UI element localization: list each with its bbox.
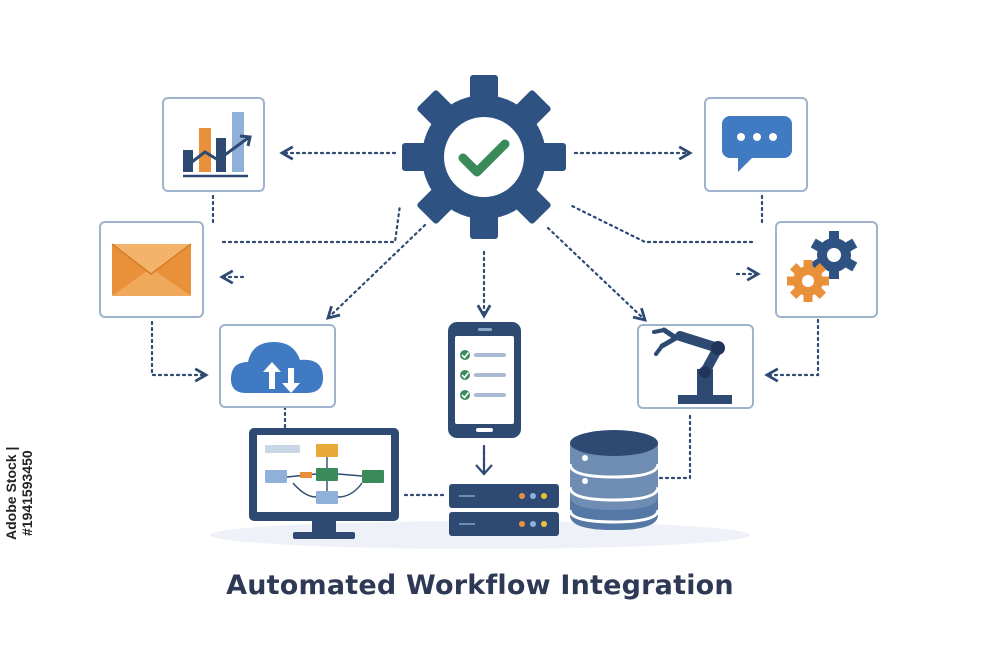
connector-chart-line <box>213 196 400 242</box>
server-rack-icon <box>449 484 559 536</box>
connector-gear-robot <box>548 228 645 320</box>
analytics-chart-icon <box>163 98 264 191</box>
robotic-arm-icon <box>638 325 753 408</box>
diagram-title: Automated Workflow Integration <box>0 570 960 601</box>
connector-email-cloud <box>152 322 206 375</box>
chat-bubble-icon <box>705 98 807 191</box>
mobile-checklist-icon <box>448 322 521 438</box>
gears-icon <box>776 222 877 317</box>
connector-gears-robot <box>767 320 818 375</box>
database-icon <box>570 430 658 530</box>
cloud-sync-icon <box>220 325 335 407</box>
connector-gear-cloud <box>328 225 425 318</box>
central-gear-check-icon <box>402 75 566 239</box>
connector-robot-db <box>660 416 690 478</box>
stock-image-id: Adobe Stock | #1941593450 <box>3 418 33 568</box>
connector-chat-line <box>570 196 762 242</box>
email-envelope-icon <box>100 222 203 317</box>
